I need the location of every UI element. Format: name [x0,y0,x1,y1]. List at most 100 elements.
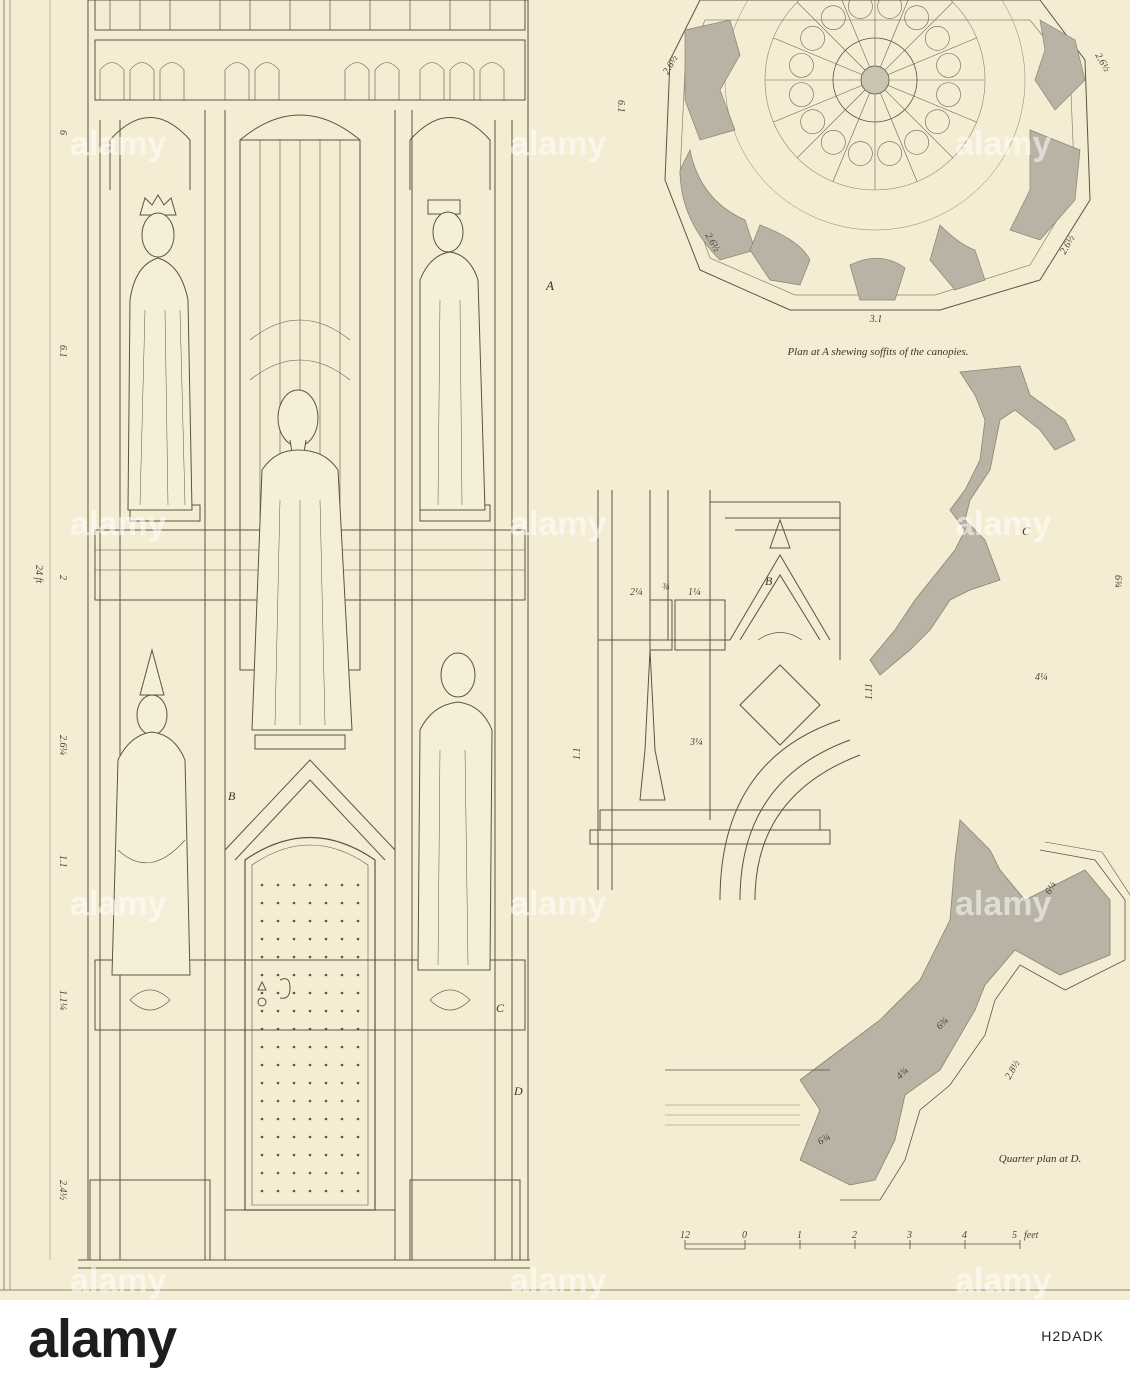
tracery-foil [789,82,814,107]
dim-left-6: 1.1¼ [57,990,68,1011]
door-stud [324,1153,328,1157]
tracery-rib [797,89,866,158]
door-stud [276,1135,280,1139]
moulding-profile-c [869,365,1076,676]
engraving-plate: Plan at A shewing soffits of the canopie… [0,0,1130,1300]
door-stud [308,1153,312,1157]
door-stud [324,1063,328,1067]
tracery-foil [925,109,950,134]
door-stud [276,1063,280,1067]
image-id: H2DADK [1041,1328,1104,1344]
door-stud [260,1027,264,1031]
dim-plan-2: 2.6½ [1092,51,1112,74]
door-stud [340,973,344,977]
door-stud [356,883,360,887]
tracery-foil [904,130,929,155]
scale-unit: feet [1024,1230,1039,1241]
statue-youth [417,652,493,971]
door-stud [308,955,312,959]
door-stud [308,1045,312,1049]
door-stud [276,883,280,887]
door-stud [340,1063,344,1067]
door-stud [276,991,280,995]
door-stud [260,991,264,995]
alamy-logo: alamy [28,1309,177,1369]
quarter-plan-d [665,819,1130,1201]
door-stud [324,919,328,923]
tracery-foil [925,26,950,51]
statue-scholar [419,199,486,511]
dim-left-5: 1.1 [57,855,68,868]
door-stud [340,1009,344,1013]
watermark-tile: alamy [955,505,1052,543]
door-stud [356,1099,360,1103]
door-stud [276,919,280,923]
door-stud [292,973,296,977]
door-stud [308,991,312,995]
door-stud [340,937,344,941]
door-stud [340,955,344,959]
door-stud [276,1081,280,1085]
dim-detail-0: 2¼ [630,587,643,598]
door-stud [356,1045,360,1049]
door-stud [308,901,312,905]
watermark-tile: alamy [70,1262,167,1300]
scale-tick-6: 5 [1012,1230,1017,1241]
door-stud [340,1027,344,1031]
dim-detail-5: 1.11 [864,683,875,700]
door-stud [276,1099,280,1103]
door-stud [260,1189,264,1193]
door-stud [260,1063,264,1067]
door-stud [356,1135,360,1139]
tracery-rib [887,85,977,123]
watermark-tile: alamy [955,125,1052,163]
door-stud [356,1009,360,1013]
door-stud [324,955,328,959]
door-stud [260,1135,264,1139]
dim-left-1: 6.1 [57,345,68,358]
door-stud [260,955,264,959]
door-stud [356,919,360,923]
door-stud [324,1045,328,1049]
plan-a-caption: Plan at A shewing soffits of the canopie… [786,346,968,358]
door-stud [260,1045,264,1049]
label-c-right: C [1022,524,1031,538]
door-studs [260,883,360,1193]
scale-tick-3: 2 [852,1230,857,1241]
tracery-rib [880,92,918,182]
door-stud [276,1189,280,1193]
tracery-foil [789,53,814,78]
door-stud [356,1171,360,1175]
watermark-tile: alamy [955,885,1052,923]
door-stud [292,1153,296,1157]
door-stud [356,991,360,995]
dim-detail-1: ¾ [662,582,670,593]
dim-left-4: 2.6¼ [57,735,68,756]
door-stud [292,1081,296,1085]
door-stud [260,1081,264,1085]
dim-left-7: 2.4½ [57,1180,68,1201]
scale-tick-2: 1 [797,1230,802,1241]
door-stud [340,1081,344,1085]
dim-left-2: 2 [57,575,68,580]
door-stud [356,973,360,977]
tracery-foil [800,26,825,51]
door-stud [292,1099,296,1103]
door-stud [340,1153,344,1157]
scale-tick-1: 0 [742,1230,747,1241]
dim-detail-2: 1¼ [688,587,701,598]
door-stud [276,1171,280,1175]
tracery-rib [887,37,977,75]
tracery-foil [936,53,961,78]
label-b-detail: B [765,574,773,588]
door-stud [308,973,312,977]
label-a: A [545,278,554,293]
door-stud [292,1027,296,1031]
door-stud [260,1153,264,1157]
tracery-rib [797,2,866,71]
door-stud [356,1189,360,1193]
door-stud [292,1117,296,1121]
door-stud [324,1135,328,1139]
dim-left-0: 6 [57,130,68,135]
door-stud [260,1099,264,1103]
